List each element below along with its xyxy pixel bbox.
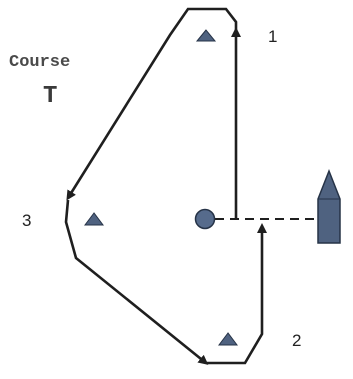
course-leg-mark-1-to-mark-3	[66, 7, 238, 201]
course-leg-mark-3-to-mark-2	[64, 199, 209, 365]
course-code-letter: T	[43, 83, 58, 110]
mark-2-triangle	[218, 332, 238, 346]
pin-buoy	[194, 208, 216, 230]
mark-2-label: 2	[292, 331, 301, 350]
mark-1-triangle	[195, 29, 217, 42]
mark-3-triangle	[84, 212, 104, 226]
course-leg-mark-2-to-finish	[206, 223, 267, 365]
mark-1-label: 1	[268, 27, 277, 46]
course-title: Course	[9, 53, 71, 72]
mark-3-label: 3	[22, 211, 31, 230]
committee-boat	[317, 168, 341, 244]
